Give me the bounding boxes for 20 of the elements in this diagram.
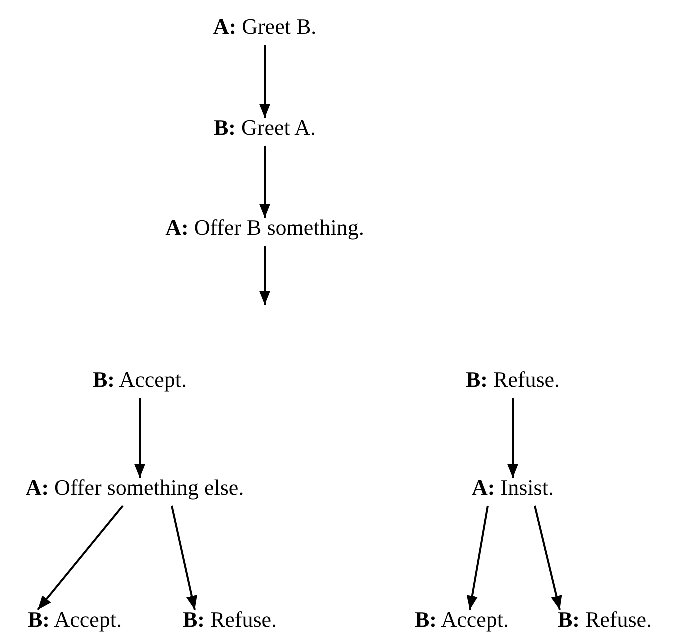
arrow: [507, 398, 519, 478]
arrow: [259, 146, 271, 218]
arrow: [259, 246, 271, 305]
dialogue-line: A: Insist.: [472, 475, 554, 500]
dialogue-line: B: Greet A.: [214, 115, 316, 140]
dialogue-line: B: Refuse.: [182, 607, 278, 632]
dialogue-line: A: Greet B.: [213, 14, 317, 39]
dialogue-line: B: Accept.: [28, 607, 122, 632]
arrow: [534, 506, 562, 610]
arrow: [134, 398, 146, 478]
dialogue-line: B: Refuse.: [558, 607, 652, 632]
dialogue-line: B: Accept.: [414, 607, 510, 632]
arrow: [259, 45, 271, 118]
arrow: [171, 506, 198, 610]
dialogue-line: A: Offer B something.: [166, 215, 364, 240]
dialogue-line: B: Accept.: [92, 367, 188, 392]
dialogue-line: A: Offer something else.: [26, 475, 244, 500]
arrow: [37, 505, 124, 611]
arrow: [466, 506, 489, 610]
dialogue-line: B: Refuse.: [466, 367, 560, 392]
